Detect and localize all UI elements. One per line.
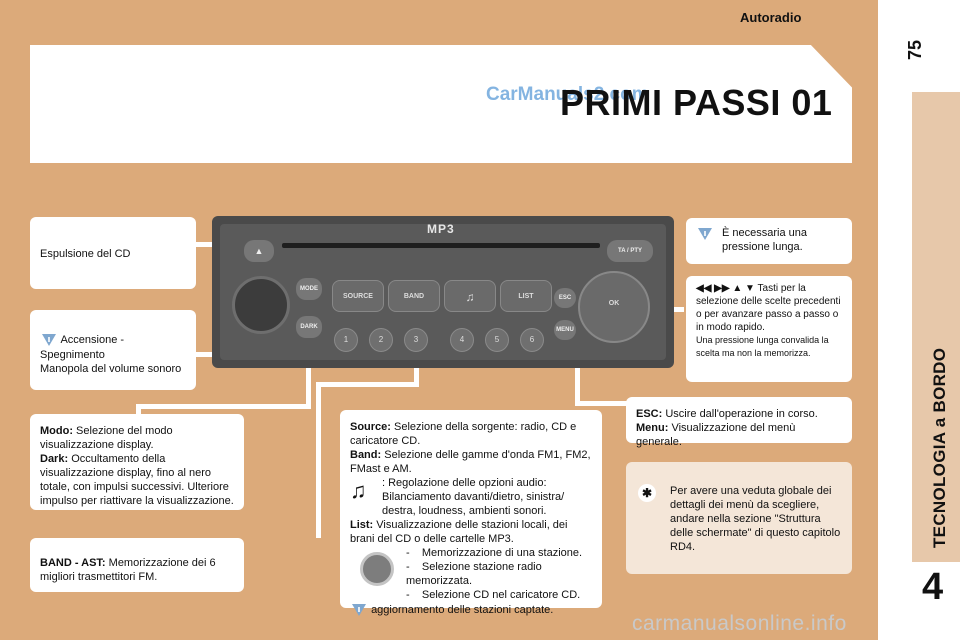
preset-3[interactable]: 3 xyxy=(404,328,428,352)
eject-button[interactable]: ▲ xyxy=(244,240,274,262)
connector-esc-v xyxy=(575,330,580,406)
chapter-tab-divider xyxy=(904,92,909,562)
ta-pty-button[interactable]: TA / PTY xyxy=(607,240,653,262)
callout-power: Accensione - Spegnimento Manopola del vo… xyxy=(30,310,196,390)
long-press-text: È necessaria una pressione lunga. xyxy=(722,227,807,253)
preset-2[interactable]: 2 xyxy=(369,328,393,352)
mode-button[interactable]: MODE xyxy=(296,278,322,300)
esc-label: ESC: xyxy=(636,408,663,420)
list-button[interactable]: LIST xyxy=(500,280,552,312)
chapter-title: TECNOLOGIA a BORDO xyxy=(930,347,949,548)
esc-text: Uscire dall'operazione in corso. xyxy=(665,408,818,420)
source-label: Source: xyxy=(350,421,391,433)
esc-button[interactable]: ESC xyxy=(554,288,576,308)
power-line2: Manopola del volume sonoro xyxy=(40,363,182,375)
page-title: PRIMI PASSI 01 xyxy=(560,82,833,123)
watermark: CarManuals2.com xyxy=(486,84,649,105)
overview-text: Per avere una veduta globale dei dettagl… xyxy=(670,485,841,553)
callout-arrows: ◀◀ ▶▶ ▲ ▼ Tasti per la selezione delle s… xyxy=(686,276,852,382)
list-text: Visualizzazione delle stazioni locali, d… xyxy=(350,519,568,545)
connector-band-h xyxy=(316,382,418,387)
source-footer: aggiornamento delle stazioni captate. xyxy=(371,603,554,616)
warning-icon xyxy=(352,604,366,616)
mode-text: Selezione del modo visualizzazione displ… xyxy=(40,425,173,451)
eject-text: Espulsione del CD xyxy=(40,248,131,260)
title-banner xyxy=(30,45,852,163)
arrows-text: Tasti per la selezione delle scelte prec… xyxy=(696,283,841,333)
callout-overview: ✱ Per avere una veduta globale dei detta… xyxy=(626,462,852,574)
music-note-icon: ♫ xyxy=(350,478,367,503)
bullet-3: - Selezione CD nel caricatore CD. xyxy=(406,589,581,601)
bullet-2: - Selezione stazione radio memorizzata. xyxy=(406,561,542,587)
preset-knob-icon xyxy=(360,552,394,586)
band-ast-label: BAND - AST: xyxy=(40,557,106,569)
chapter-number: 4 xyxy=(922,566,944,608)
connector-mode xyxy=(136,404,310,409)
ok-button[interactable]: OK xyxy=(608,300,620,307)
warning-icon xyxy=(42,334,56,346)
callout-esc-menu: ESC: Uscire dall'operazione in corso. Me… xyxy=(626,397,852,448)
preset-4[interactable]: 4 xyxy=(450,328,474,352)
arrows-small-text: Una pressione lunga convalida la scelta … xyxy=(696,335,829,358)
bullet-1: - Memorizzazione di una stazione. xyxy=(406,547,583,559)
source-text: Selezione della sorgente: radio, CD e ca… xyxy=(350,421,577,447)
callout-eject: Espulsione del CD xyxy=(30,217,196,289)
audio-row: ♫ : Regolazione delle opzioni audio: Bil… xyxy=(350,476,592,518)
radio-logo: MP3 xyxy=(427,222,455,236)
menu-button[interactable]: MENU xyxy=(554,320,576,340)
callout-band-ast: BAND - AST: Memorizzazione dei 6 miglior… xyxy=(30,538,244,592)
callout-mode-dark: Modo: Selezione del modo visualizzazione… xyxy=(30,414,244,510)
audio-text: : Regolazione delle opzioni audio: Bilan… xyxy=(382,477,565,517)
source-button[interactable]: SOURCE xyxy=(332,280,384,312)
dark-button[interactable]: DARK xyxy=(296,316,322,338)
band-text: Selezione delle gamme d'onda FM1, FM2, F… xyxy=(350,449,591,475)
preset-row: - Memorizzazione di una stazione. - Sele… xyxy=(350,546,592,602)
connector-mode-drop xyxy=(136,404,141,416)
navigation-pad[interactable] xyxy=(578,271,650,343)
audio-button[interactable]: ♫ xyxy=(444,280,496,312)
arrow-keys-icon: ◀◀ ▶▶ ▲ ▼ xyxy=(696,283,755,294)
volume-knob[interactable] xyxy=(232,276,290,334)
footer-watermark: carmanualsonline.info xyxy=(632,612,847,635)
dark-text: Occultamento della visualizzazione displ… xyxy=(40,453,234,507)
warning-icon xyxy=(698,228,712,240)
preset-6[interactable]: 6 xyxy=(520,328,544,352)
band-button[interactable]: BAND xyxy=(388,280,440,312)
callout-source: Source: Selezione della sorgente: radio,… xyxy=(340,410,602,616)
connector-band xyxy=(316,382,321,538)
mode-label: Modo: xyxy=(40,425,73,437)
band-label: Band: xyxy=(350,449,382,461)
callout-long-press: È necessaria una pressione lunga. xyxy=(686,218,852,264)
page-number: 75 xyxy=(905,39,925,60)
radio-faceplate: MP3 TA / PTY ▲ MODE DARK SOURCE BAND ♫ L… xyxy=(212,216,674,368)
power-line1: Accensione - Spegnimento xyxy=(40,333,125,361)
menu-label: Menu: xyxy=(636,422,669,434)
preset-bullets: - Memorizzazione di una stazione. - Sele… xyxy=(406,546,592,602)
dark-label: Dark: xyxy=(40,453,69,465)
preset-1[interactable]: 1 xyxy=(334,328,358,352)
info-icon: ✱ xyxy=(638,484,656,502)
preset-5[interactable]: 5 xyxy=(485,328,509,352)
list-label: List: xyxy=(350,519,374,531)
connector-mode-v xyxy=(306,330,311,409)
chapter-tab xyxy=(912,92,960,562)
section-label: Autoradio xyxy=(740,10,802,25)
band-ast-text: Memorizzazione dei 6 migliori trasmettit… xyxy=(40,557,216,583)
cd-slot xyxy=(282,243,600,248)
menu-text: Visualizzazione del menù generale. xyxy=(636,422,796,448)
